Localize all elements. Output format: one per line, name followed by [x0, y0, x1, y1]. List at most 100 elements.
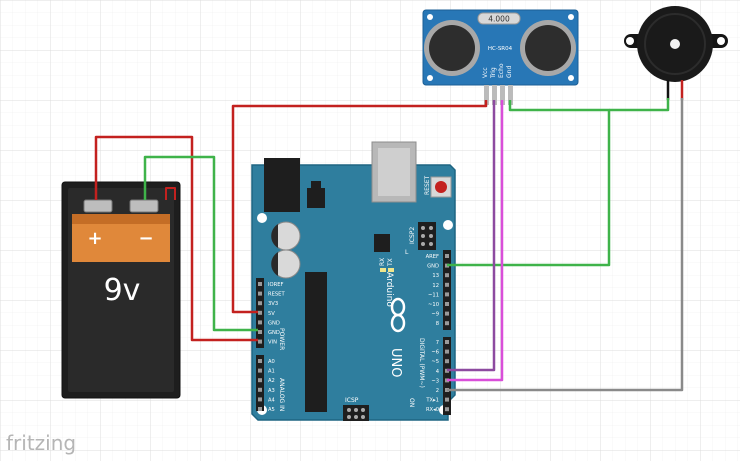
digital-top-pin[interactable]: [445, 302, 449, 306]
digital-bottom-pin[interactable]: [445, 349, 449, 354]
power-pin-label: RESET: [268, 292, 285, 298]
analog-header[interactable]: [256, 355, 264, 411]
analog-section-label: ANALOG IN: [278, 378, 285, 411]
led-l-label: L: [405, 249, 409, 256]
ultrasonic-sensor[interactable]: 4.000 HC-SR04 Vcc Trig Echo Gnd: [422, 9, 579, 105]
wire-battery-negative-to-gnd[interactable]: [143, 155, 258, 332]
sensor-pin-echo-label: Echo: [498, 63, 505, 78]
battery-9v[interactable]: + − 9v: [61, 181, 181, 399]
sensor-pin-gnd[interactable]: [508, 85, 513, 105]
digital-header-top[interactable]: [443, 250, 451, 330]
arduino-uno[interactable]: RESET ICSP2 L TX RX Arduino UNO ON: [251, 141, 456, 421]
icsp-label: ICSP: [345, 397, 359, 404]
digital-top-pin[interactable]: [445, 321, 449, 326]
sensor-mesh-left: [429, 25, 475, 71]
power-jack: [264, 158, 300, 212]
digital-top-pin-label: ~9: [431, 312, 439, 318]
power-pin[interactable]: [258, 330, 262, 334]
digital-top-pin-label: 12: [432, 283, 439, 289]
reset-label: RESET: [424, 175, 431, 195]
buzzer-mount-hole-left: [626, 37, 634, 45]
analog-pin[interactable]: [258, 378, 262, 383]
power-pin[interactable]: [258, 339, 262, 344]
digital-bottom-pin-label: ~5: [431, 359, 439, 365]
icsp-header[interactable]: [343, 405, 369, 421]
wire-echo-to-pin2[interactable]: [447, 100, 504, 382]
sensor-pin-trig-label: Trig: [490, 67, 497, 79]
power-pin[interactable]: [258, 310, 262, 315]
power-pin[interactable]: [258, 320, 262, 325]
sensor-pin-vcc[interactable]: [484, 85, 489, 105]
wire-5v-to-sensor-vcc[interactable]: [231, 100, 488, 314]
digital-top-pin[interactable]: [445, 292, 449, 297]
digital-bottom-pin[interactable]: [445, 359, 449, 364]
digital-bottom-pin-label: 2: [436, 388, 439, 394]
digital-top-pin[interactable]: [445, 273, 449, 278]
atmega-chip: [305, 272, 327, 412]
digital-section-label: DIGITAL (PWM~): [418, 338, 425, 388]
piezo-buzzer[interactable]: [624, 6, 728, 100]
power-pin-label: IOREF: [268, 282, 283, 288]
sensor-pin-gnd-label: Gnd: [506, 66, 513, 78]
analog-pin[interactable]: [258, 368, 262, 373]
icsp2-label: ICSP2: [409, 227, 416, 244]
arduino-model-label: UNO: [388, 348, 403, 377]
digital-bottom-pin[interactable]: [445, 340, 449, 344]
arduino-brand-label: Arduino: [384, 272, 394, 307]
wire-buzzer-positive-to-pin[interactable]: [447, 98, 684, 392]
digital-top-pin[interactable]: [445, 282, 449, 287]
battery-terminal-positive: [83, 199, 113, 213]
battery-plus-label: +: [87, 228, 102, 249]
analog-pin-label: A3: [268, 388, 275, 394]
fritzing-watermark: fritzing: [6, 431, 76, 455]
capacitor-2-stripe: [271, 252, 278, 276]
sensor-pin-echo[interactable]: [500, 85, 505, 105]
analog-pin[interactable]: [258, 397, 262, 402]
led-rx: [380, 268, 386, 272]
digital-bottom-pin-label: RX◂0: [426, 407, 439, 413]
sensor-hole: [568, 75, 574, 81]
digital-bottom-pin[interactable]: [445, 407, 449, 412]
wire-buzzer-to-gnd[interactable]: [609, 98, 670, 112]
digital-top-pin[interactable]: [445, 254, 449, 258]
sensor-pin-trig[interactable]: [492, 85, 497, 105]
battery-terminal-negative: [129, 199, 159, 213]
on-label: ON: [408, 398, 415, 407]
usb-chip: [374, 234, 390, 252]
battery-label-shade: [72, 214, 170, 224]
reset-button-cap[interactable]: [435, 181, 447, 193]
analog-pin-label: A5: [268, 407, 275, 413]
digital-top-pin-label: 13: [432, 273, 439, 279]
sensor-hole: [427, 14, 433, 20]
digital-bottom-pin-label: ~3: [431, 378, 439, 384]
analog-pin[interactable]: [258, 387, 262, 392]
analog-pin-label: A1: [268, 369, 275, 375]
usb-port-inner: [378, 148, 410, 196]
analog-pin[interactable]: [258, 359, 262, 363]
digital-top-pin-label: ~10: [428, 302, 439, 308]
digital-bottom-pin-label: 4: [436, 369, 440, 375]
digital-top-pin-label: GND: [427, 264, 439, 270]
digital-header-bottom[interactable]: [443, 337, 451, 415]
power-pin-label: 3V3: [268, 301, 278, 307]
wires: [94, 98, 684, 392]
digital-top-pin[interactable]: [445, 311, 449, 316]
power-pin[interactable]: [258, 301, 262, 306]
led-rx-label: RX: [379, 258, 386, 266]
wire-battery-snap: [165, 187, 176, 200]
power-pin[interactable]: [258, 282, 262, 286]
digital-top-pin-label: AREF: [426, 254, 439, 260]
power-pin-label: GND: [268, 330, 280, 336]
wire-trig-to-pin3[interactable]: [447, 100, 496, 372]
analog-pin[interactable]: [258, 407, 262, 411]
digital-bottom-pin[interactable]: [445, 397, 449, 402]
arduino-mount-hole: [257, 213, 267, 223]
power-section-label: POWER: [278, 328, 285, 350]
wire-battery-positive-to-vin[interactable]: [94, 135, 258, 342]
capacitor-1-stripe: [271, 224, 278, 248]
led-tx: [388, 268, 394, 272]
power-pin[interactable]: [258, 291, 262, 296]
icsp2-header[interactable]: [418, 222, 436, 250]
battery-voltage-label: 9v: [104, 273, 141, 308]
